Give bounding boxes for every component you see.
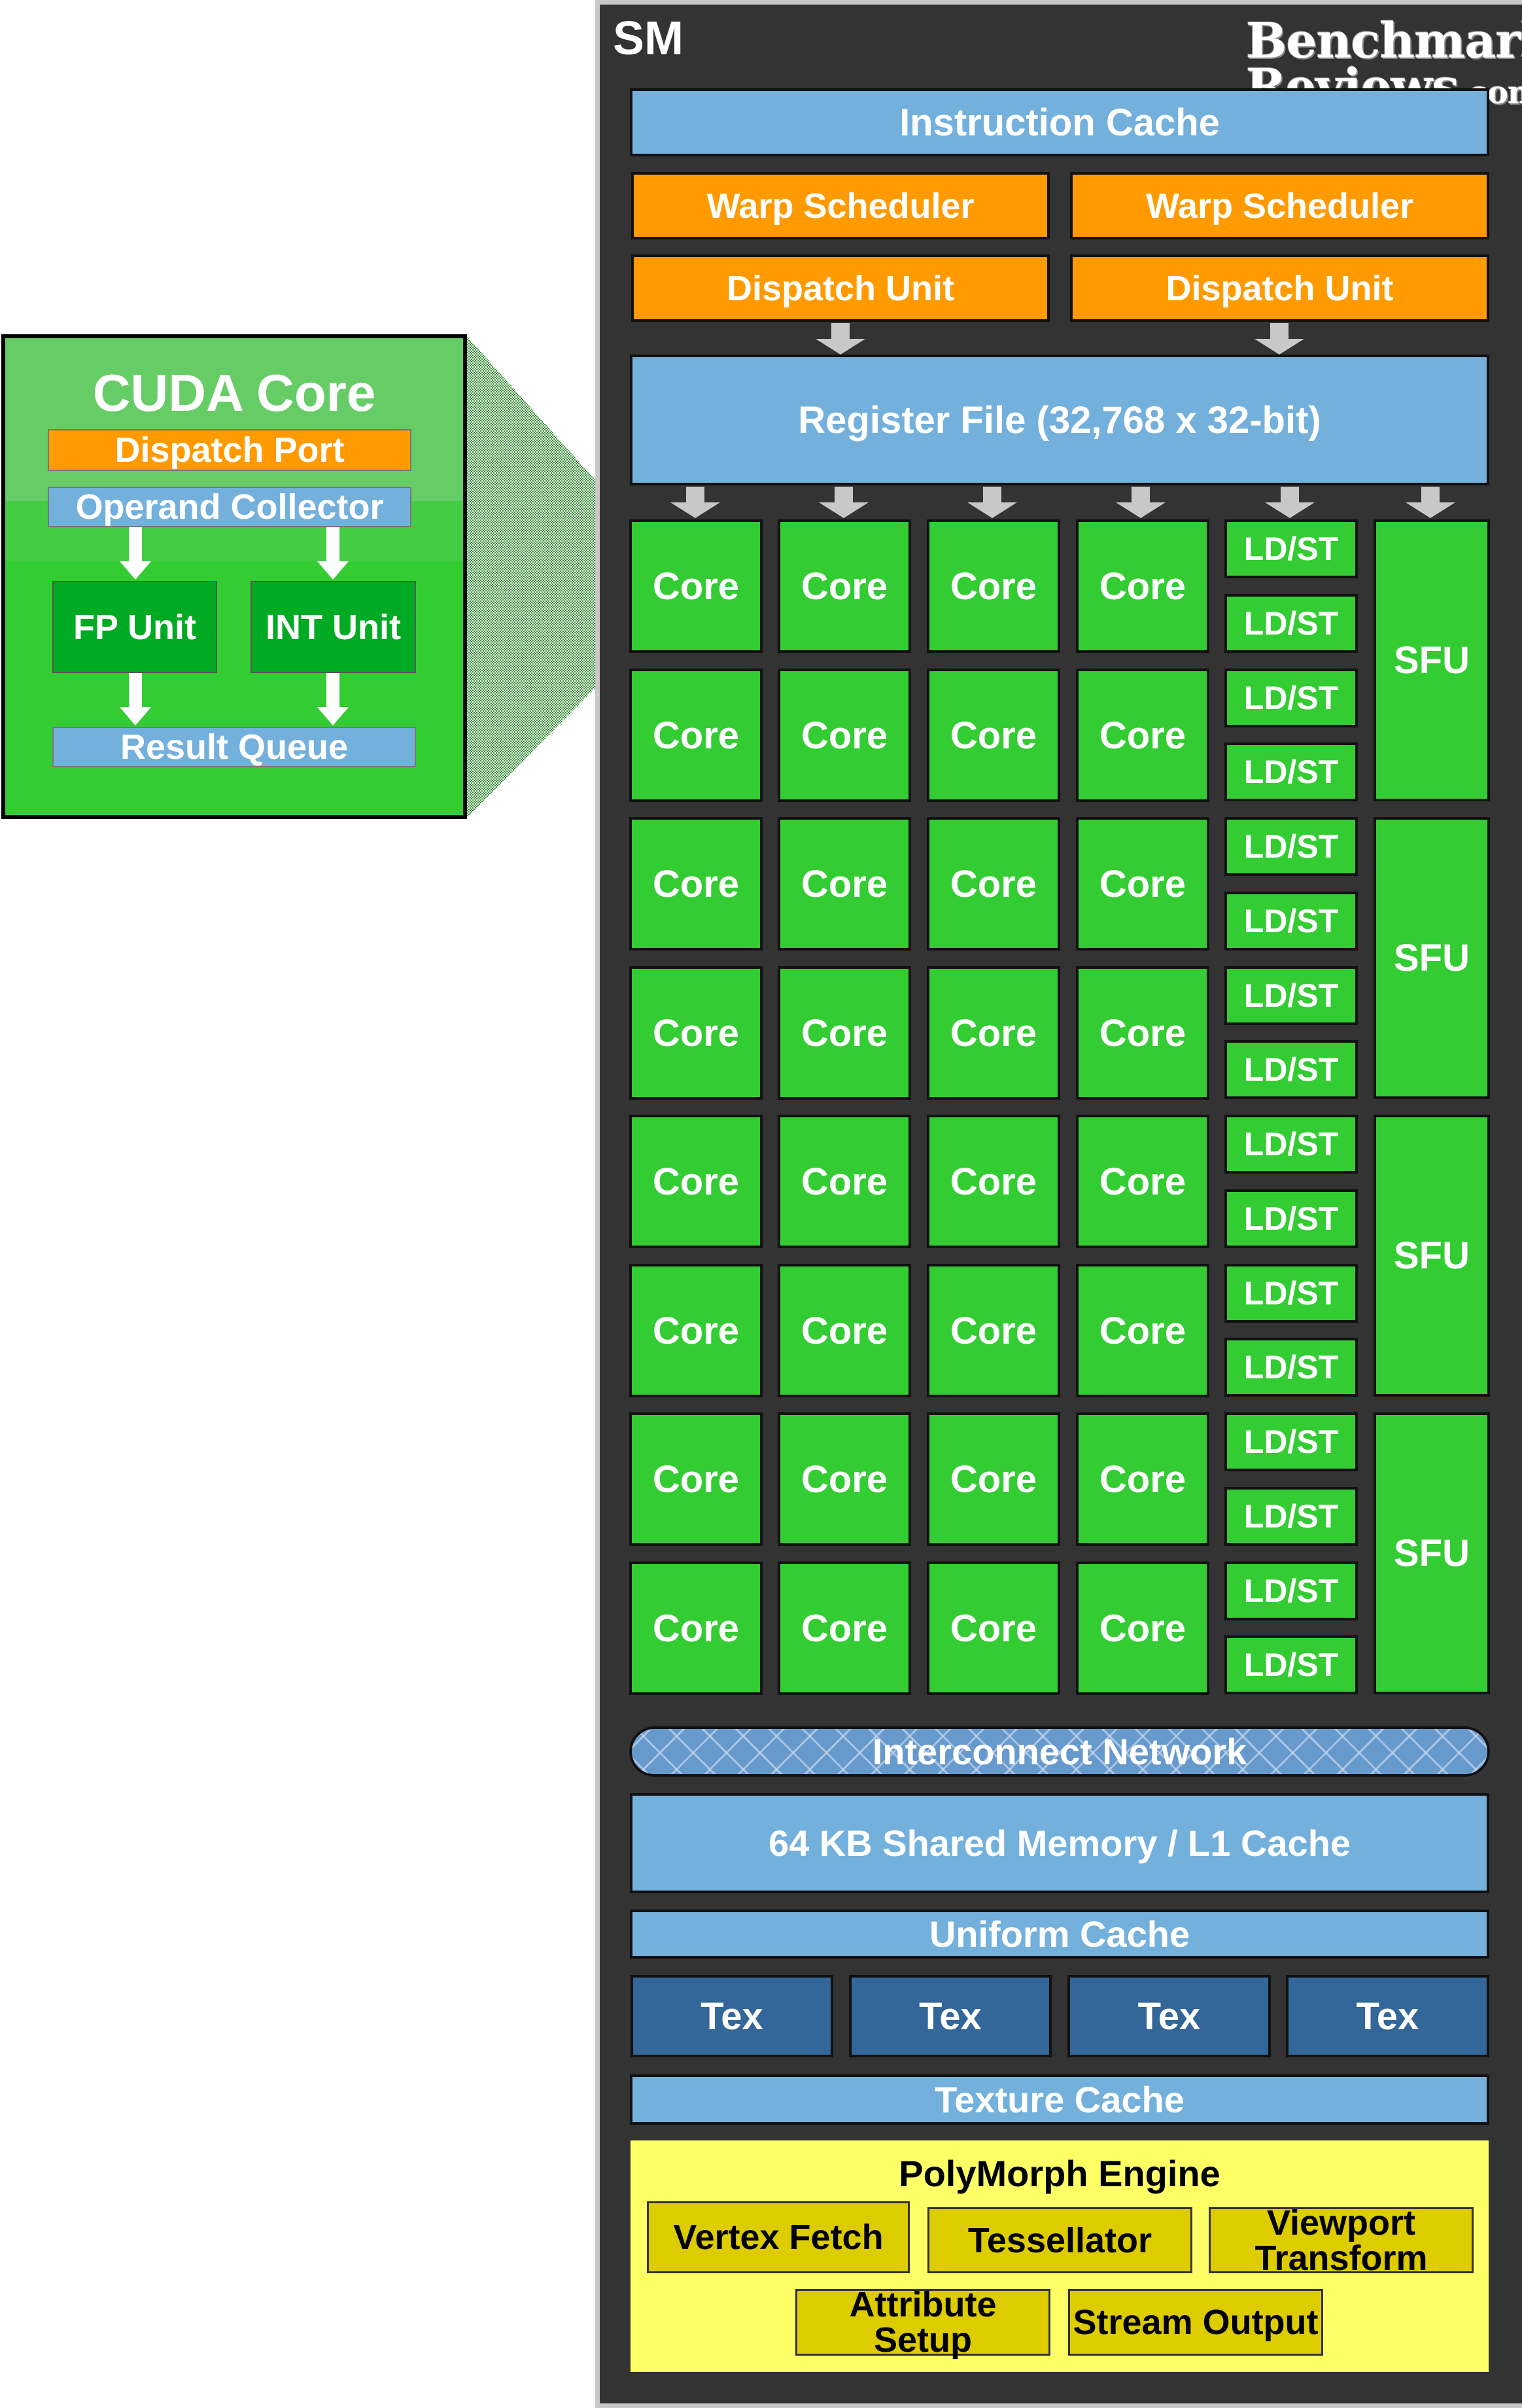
ldst-unit: LD/ST <box>1224 1635 1358 1694</box>
core-unit: Core <box>629 1562 763 1695</box>
core-unit: Core <box>778 1115 911 1248</box>
core-unit: Core <box>778 1264 911 1397</box>
ldst-unit: LD/ST <box>1224 966 1358 1025</box>
core-unit: Core <box>778 966 911 1100</box>
ldst-unit: LD/ST <box>1224 519 1358 578</box>
core-unit: Core <box>927 1562 1060 1695</box>
core-unit: Core <box>629 669 763 802</box>
core-unit: Core <box>1076 817 1209 951</box>
watermark-line1: Benchmark <box>1246 13 1522 69</box>
stream-output: Stream Output <box>1068 2289 1323 2356</box>
shared-memory-l1-cache: 64 KB Shared Memory / L1 Cache <box>630 1793 1489 1893</box>
core-unit: Core <box>778 1412 911 1546</box>
core-unit: Core <box>778 817 911 951</box>
core-unit: Core <box>927 966 1060 1100</box>
core-unit: Core <box>927 1412 1060 1546</box>
polymorph-title: PolyMorph Engine <box>899 2153 1220 2194</box>
result-queue: Result Queue <box>52 727 416 767</box>
fp-unit: FP Unit <box>52 581 217 673</box>
core-unit: Core <box>927 1115 1060 1248</box>
ldst-unit: LD/ST <box>1224 1040 1358 1099</box>
texture-cache: Texture Cache <box>630 2074 1489 2125</box>
tex-unit-2: Tex <box>849 1975 1052 2057</box>
arrow-down-icon <box>326 673 339 708</box>
sfu-unit: SFU <box>1374 817 1490 1099</box>
core-unit: Core <box>778 519 911 653</box>
warp-scheduler-1: Warp Scheduler <box>631 172 1050 239</box>
ldst-unit: LD/ST <box>1224 1338 1358 1397</box>
tex-unit-3: Tex <box>1067 1975 1271 2057</box>
arrow-head-icon <box>120 707 151 725</box>
ldst-unit: LD/ST <box>1224 892 1358 951</box>
arrow-head-icon <box>317 707 349 725</box>
core-unit: Core <box>927 519 1060 653</box>
core-unit: Core <box>629 1115 763 1248</box>
tex-unit-4: Tex <box>1286 1975 1489 2057</box>
dispatch-unit-2: Dispatch Unit <box>1070 254 1489 322</box>
ldst-unit: LD/ST <box>1224 594 1358 653</box>
core-unit: Core <box>629 817 763 951</box>
ldst-unit: LD/ST <box>1224 1562 1358 1620</box>
ldst-unit: LD/ST <box>1224 1189 1358 1248</box>
register-file: Register File (32,768 x 32-bit) <box>630 355 1489 485</box>
ldst-unit: LD/ST <box>1224 669 1358 727</box>
sfu-unit: SFU <box>1374 1115 1490 1397</box>
core-unit: Core <box>1076 1264 1209 1397</box>
core-unit: Core <box>629 519 763 653</box>
core-unit: Core <box>927 817 1060 951</box>
tessellator: Tessellator <box>927 2207 1192 2273</box>
arrow-down-icon <box>129 527 142 563</box>
sfu-unit: SFU <box>1374 519 1490 801</box>
dispatch-unit-1: Dispatch Unit <box>631 254 1050 322</box>
cuda-core-title: CUDA Core <box>92 364 376 422</box>
arrow-head-icon <box>120 561 151 580</box>
core-unit: Core <box>1076 1115 1209 1248</box>
int-unit: INT Unit <box>251 581 416 673</box>
ldst-unit: LD/ST <box>1224 1115 1358 1174</box>
core-unit: Core <box>629 1412 763 1546</box>
sfu-unit: SFU <box>1374 1412 1490 1694</box>
dispatch-port: Dispatch Port <box>48 429 411 471</box>
core-unit: Core <box>1076 669 1209 802</box>
ldst-unit: LD/ST <box>1224 1487 1358 1546</box>
core-unit: Core <box>778 1562 911 1695</box>
core-unit: Core <box>927 1264 1060 1397</box>
core-unit: Core <box>1076 519 1209 653</box>
core-unit: Core <box>1076 1562 1209 1695</box>
arrow-head-icon <box>317 561 349 580</box>
vertex-fetch: Vertex Fetch <box>647 2201 910 2273</box>
core-unit: Core <box>1076 966 1209 1100</box>
arrow-down-icon <box>326 527 339 563</box>
core-unit: Core <box>778 669 911 802</box>
instruction-cache: Instruction Cache <box>630 88 1489 156</box>
core-unit: Core <box>927 669 1060 802</box>
ldst-unit: LD/ST <box>1224 817 1358 876</box>
tex-unit-1: Tex <box>631 1975 833 2057</box>
sm-title: SM <box>613 12 683 65</box>
attribute-setup: Attribute Setup <box>795 2287 1050 2358</box>
uniform-cache: Uniform Cache <box>630 1910 1489 1959</box>
viewport-transform: Viewport Transform <box>1209 2205 1474 2276</box>
operand-collector: Operand Collector <box>48 487 411 527</box>
core-unit: Core <box>629 1264 763 1397</box>
core-unit: Core <box>629 966 763 1100</box>
arrow-down-icon <box>129 673 142 708</box>
ldst-unit: LD/ST <box>1224 1412 1358 1471</box>
ldst-unit: LD/ST <box>1224 742 1358 801</box>
core-unit: Core <box>1076 1412 1209 1546</box>
interconnect-network: Interconnect Network <box>629 1726 1490 1777</box>
ldst-unit: LD/ST <box>1224 1264 1358 1323</box>
warp-scheduler-2: Warp Scheduler <box>1070 172 1489 239</box>
